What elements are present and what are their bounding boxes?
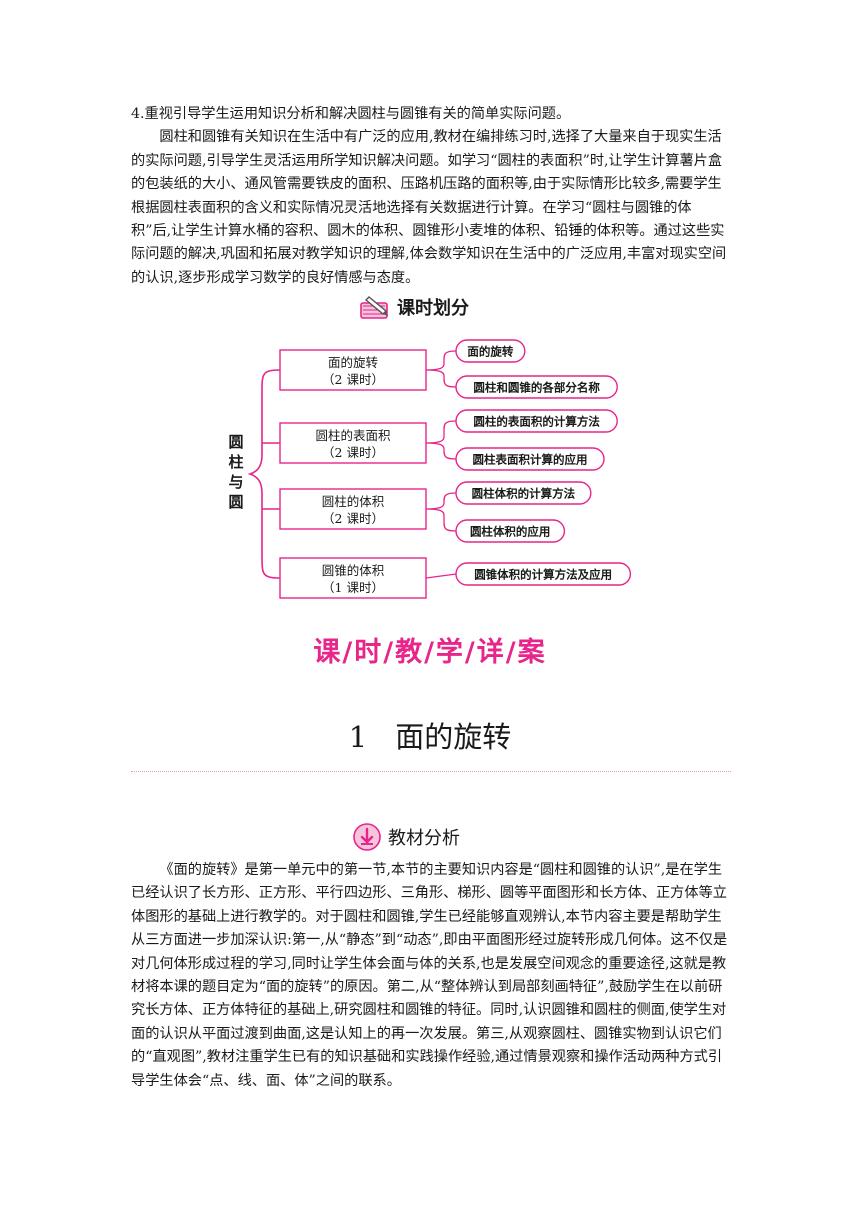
lesson-branch-brace xyxy=(425,573,457,579)
lesson-group-box xyxy=(279,557,427,599)
lesson-topic-label: 圆柱和圆锥的各部分名称 xyxy=(473,381,600,395)
section-name: 面的旋转 xyxy=(395,720,512,754)
lesson-topic-pill xyxy=(455,409,618,433)
lesson-topic-pill xyxy=(455,339,526,363)
intro-body: 圆柱和圆锥有关知识在生活中有广泛的应用,教材在编排练习时,选择了大量来自于现实生… xyxy=(131,129,727,286)
lesson-topic-label: 圆柱体积的应用 xyxy=(470,525,551,539)
lesson-group-hours: （1 课时） xyxy=(322,580,384,595)
lesson-topic-pill xyxy=(455,562,632,586)
svg-text:柱: 柱 xyxy=(228,453,243,471)
svg-text:圆: 圆 xyxy=(228,433,243,451)
section-number: 1 xyxy=(348,720,368,754)
lesson-group-name: 圆锥的体积 xyxy=(322,563,385,578)
svg-text:与: 与 xyxy=(228,473,243,491)
lesson-group-hours: （2 课时） xyxy=(322,511,384,526)
lesson-plan-title: 课时划分 xyxy=(397,298,469,319)
intro-section: 4.重视引导学生运用知识分析和解决圆柱与圆锥有关的简单实际问题。 圆柱和圆锥有关… xyxy=(131,103,731,290)
root-label: 圆 柱 与 圆 xyxy=(228,433,243,511)
lesson-group-name: 圆柱的表面积 xyxy=(315,428,390,443)
lesson-topic-pill xyxy=(455,375,618,399)
svg-text:圆: 圆 xyxy=(228,493,243,511)
main-brace xyxy=(247,369,281,579)
section-title: 1 面的旋转 xyxy=(0,714,860,756)
lesson-topic-label: 圆柱表面积计算的应用 xyxy=(473,453,588,467)
lesson-topic-label: 圆柱的表面积的计算方法 xyxy=(473,415,600,429)
lesson-topic-pill xyxy=(455,519,566,543)
intro-point-4: 4.重视引导学生运用知识分析和解决圆柱与圆锥有关的简单实际问题。 xyxy=(131,106,571,122)
section-divider xyxy=(131,771,731,772)
lesson-topic-label: 圆锥体积的计算方法及应用 xyxy=(474,568,612,582)
lesson-topic-pill xyxy=(455,447,605,471)
lesson-plan-badge: 课时划分 xyxy=(359,293,469,321)
lesson-detail-heading: 课/时/教/学/详/案 xyxy=(313,637,547,668)
analysis-body: 《面的旋转》是第一单元中的第一节,本节的主要知识内容是“圆柱和圆锥的认识”,是在… xyxy=(131,862,728,1089)
analysis-title: 教材分析 xyxy=(388,828,460,849)
analysis-section: 《面的旋转》是第一单元中的第一节,本节的主要知识内容是“圆柱和圆锥的认识”,是在… xyxy=(131,859,731,1093)
lesson-branch-brace xyxy=(425,350,457,388)
lesson-group-name: 圆柱的体积 xyxy=(322,494,385,509)
lesson-group-box xyxy=(279,422,427,464)
download-arrow-icon xyxy=(353,823,381,851)
lesson-topic-pill xyxy=(455,481,592,505)
lesson-topic-label: 圆柱体积的计算方法 xyxy=(472,487,576,501)
lesson-group-hours: （2 课时） xyxy=(322,445,384,460)
book-pencil-icon xyxy=(360,296,388,319)
analysis-badge: 教材分析 xyxy=(352,822,460,852)
lesson-group-box xyxy=(279,488,427,530)
lesson-branch-brace xyxy=(425,492,457,532)
lesson-group-hours: （2 课时） xyxy=(322,372,384,387)
lesson-group-box xyxy=(279,349,427,391)
lesson-topic-label: 面的旋转 xyxy=(467,345,513,359)
lesson-group-name: 面的旋转 xyxy=(328,355,378,370)
lesson-branch-brace xyxy=(425,420,457,460)
